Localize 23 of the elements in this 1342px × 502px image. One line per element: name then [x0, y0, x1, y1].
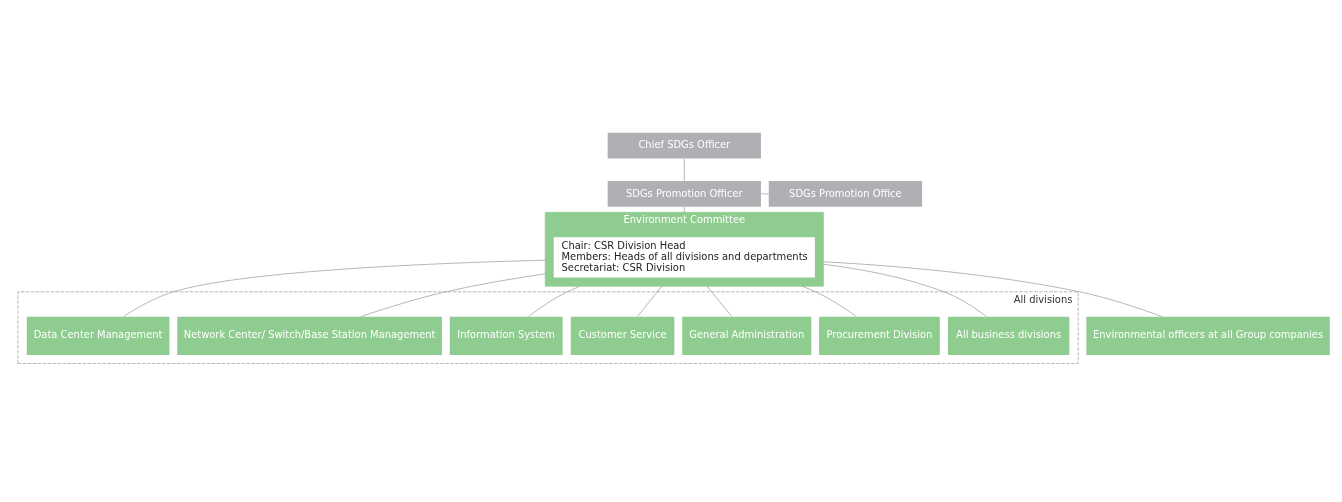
node-box: Chief SDGs Officer — [607, 132, 761, 159]
connector — [123, 259, 546, 317]
node-box: Network Center/ Switch/Base Station Management — [177, 316, 442, 355]
connector — [683, 206, 685, 213]
connector — [801, 285, 857, 317]
node-box: SDGs Promotion Officer — [607, 181, 761, 207]
connector — [637, 285, 663, 317]
node-box: Customer Service — [570, 316, 675, 355]
connector — [823, 261, 1163, 317]
connector — [823, 263, 987, 317]
node-box: Chair: CSR Division Head Members: Heads of all divisions and departments Secretariat: CSR Division — [553, 237, 815, 278]
connector — [528, 285, 581, 317]
connector — [683, 158, 685, 182]
node-box: SDGs Promotion Office — [768, 181, 923, 207]
node-box: All business divisions — [947, 316, 1070, 355]
node-box: Data Center Management — [26, 316, 170, 355]
connector — [760, 193, 769, 195]
node-box: Procurement Division — [819, 316, 940, 355]
node-box: Information System — [449, 316, 563, 355]
connector — [706, 285, 733, 317]
node-box: General Administration — [682, 316, 812, 355]
connector — [360, 273, 546, 317]
node-box: Environmental officers at all Group companies — [1086, 316, 1330, 355]
